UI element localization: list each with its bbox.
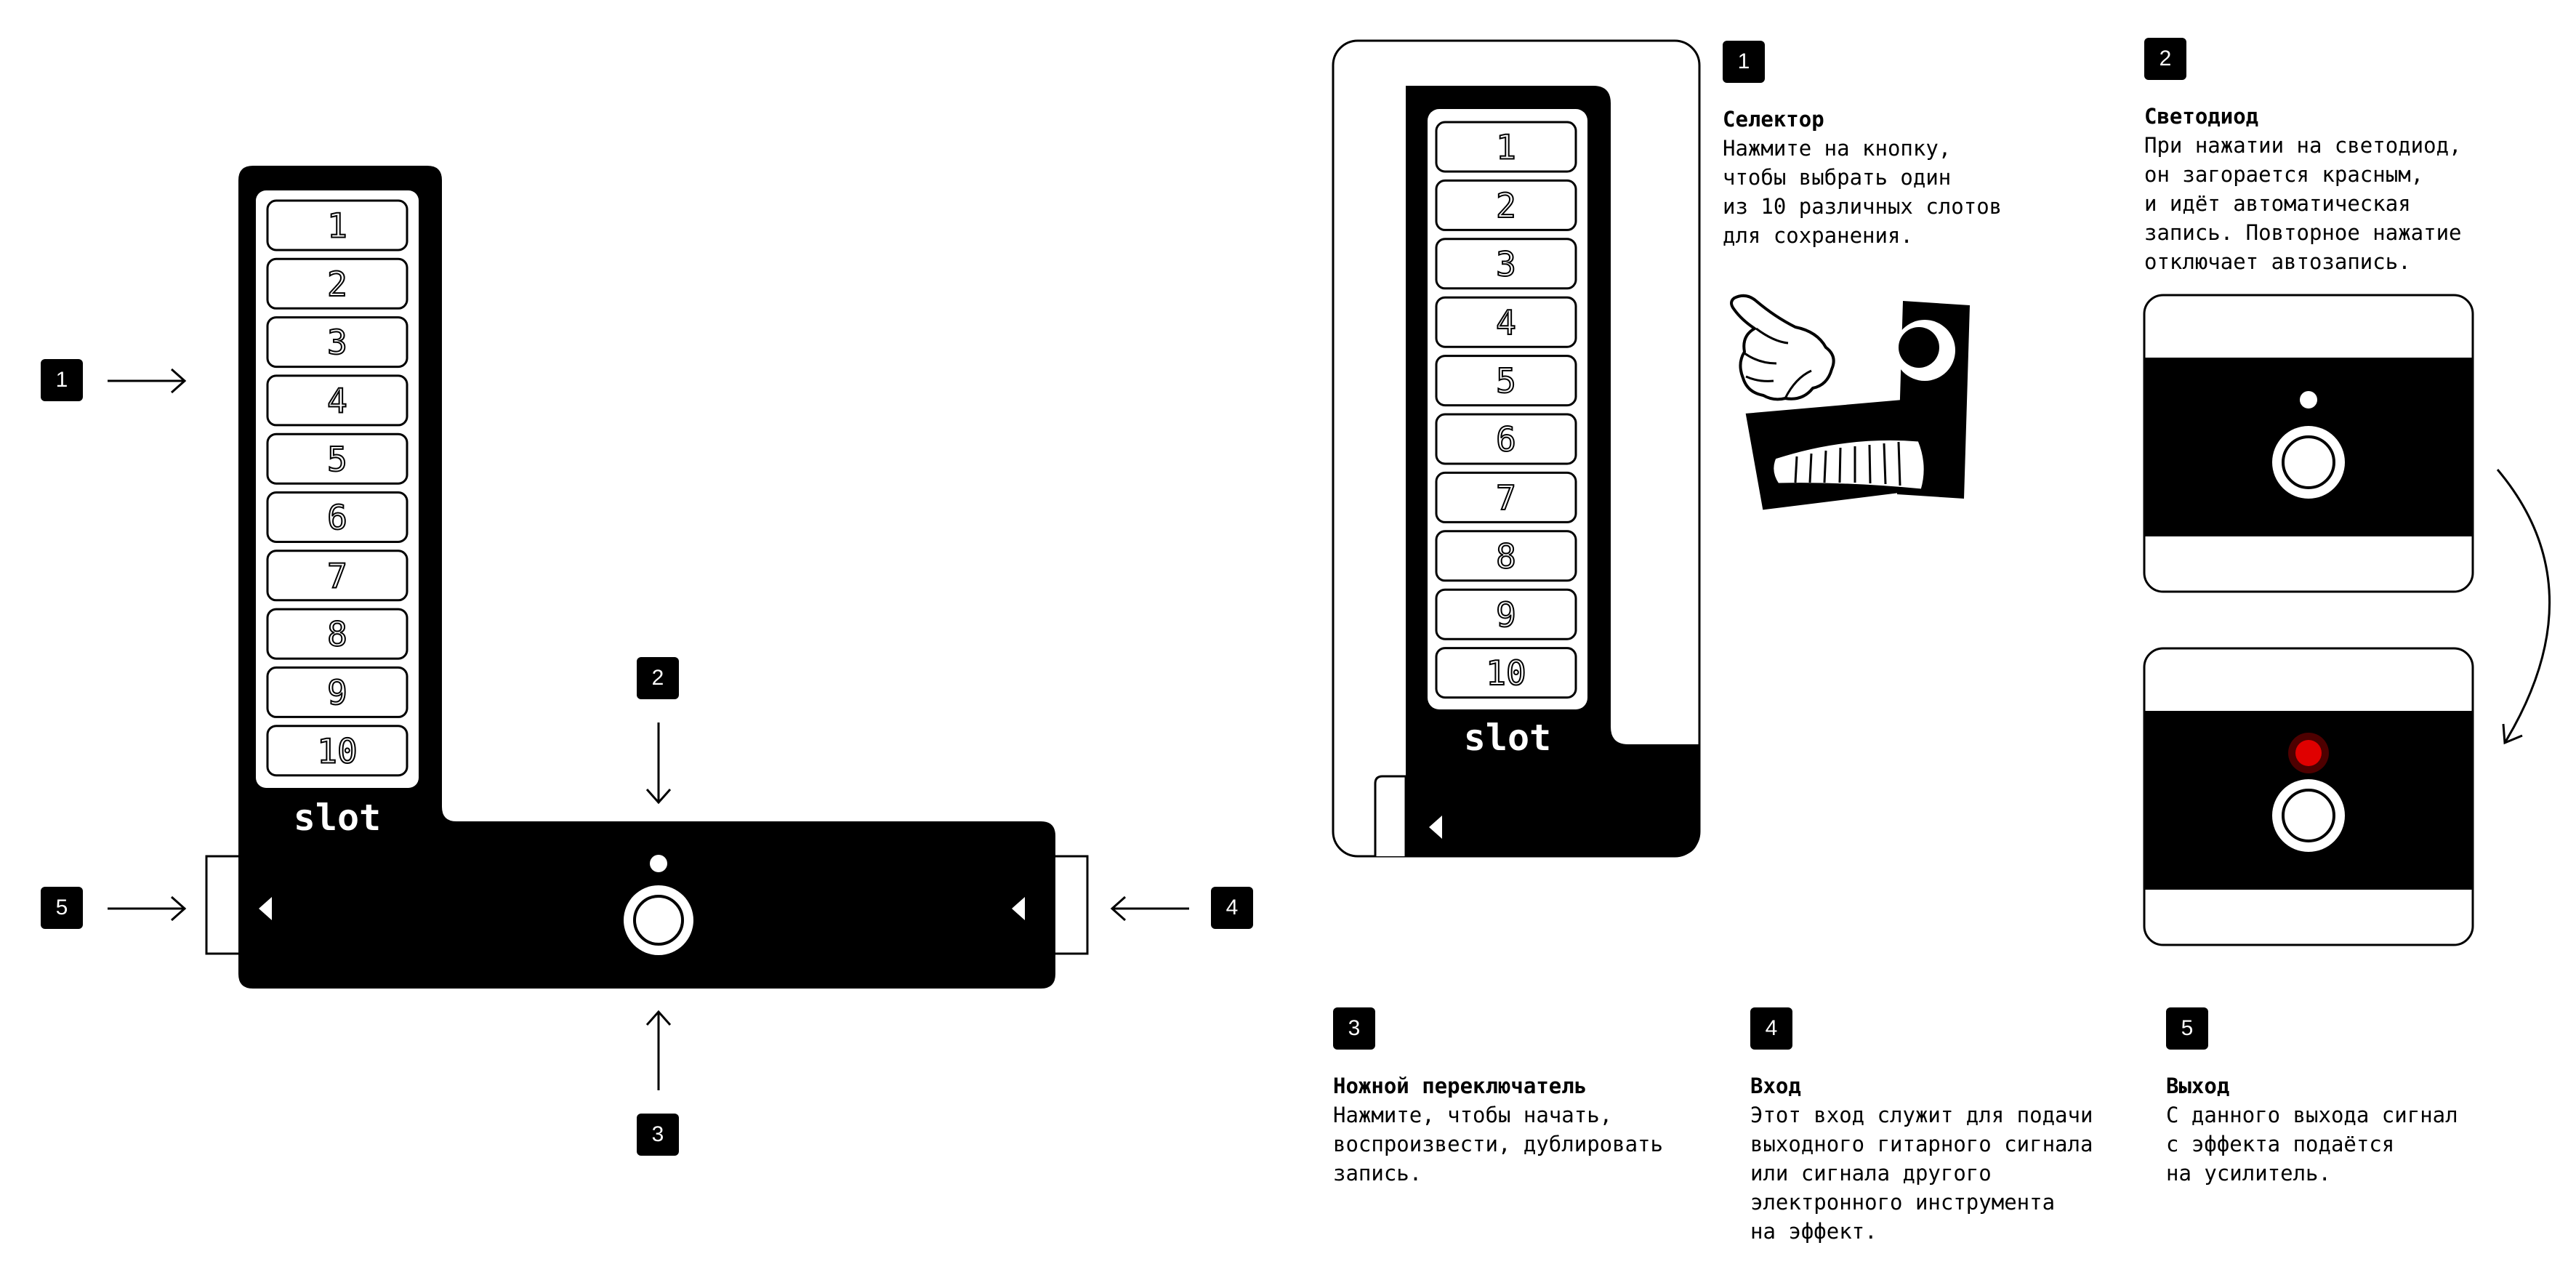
- zoom-slot-button-8[interactable]: [1435, 530, 1577, 582]
- led-off-panel: [2143, 294, 2474, 593]
- main-slot-button-3[interactable]: [266, 316, 408, 369]
- selector-title: Селектор: [1723, 107, 1824, 132]
- main-slot-label-2: 2: [327, 265, 347, 304]
- led-description: При нажатии на светодиод, он загорается …: [2144, 133, 2462, 274]
- main-slot-label-5: 5: [327, 440, 347, 479]
- zoom-slot-button-2[interactable]: [1435, 179, 1577, 231]
- callout-badge-4: 4: [1211, 887, 1253, 929]
- zoom-slot-button-3[interactable]: [1435, 238, 1577, 290]
- zoom-slot-label-7: 7: [1496, 478, 1516, 518]
- main-slot-button-1[interactable]: [266, 199, 408, 251]
- zoom-arrow-icon: [1429, 816, 1442, 839]
- main-slot-button-9[interactable]: [266, 666, 408, 718]
- input-description: Этот вход служит для подачи выходного ги…: [1750, 1103, 2093, 1244]
- input-title: Вход: [1750, 1074, 1801, 1098]
- main-slot-label-10: 10: [317, 731, 357, 770]
- zoom-slot-button-6[interactable]: [1435, 413, 1577, 465]
- main-slot-button-8[interactable]: [266, 608, 408, 660]
- zoom-slot-label-6: 6: [1496, 420, 1516, 459]
- zoom-slot-button-4[interactable]: [1435, 296, 1577, 348]
- transition-arrow: [2496, 469, 2551, 744]
- selector-description: Нажмите на кнопку, чтобы выбрать один из…: [1723, 136, 2003, 248]
- main-slot-label-3: 3: [327, 323, 347, 362]
- zoom-slot-label-1: 1: [1496, 128, 1516, 167]
- brand-label: slot: [294, 797, 381, 839]
- zoom-slot-button-1[interactable]: [1435, 121, 1577, 173]
- footswitch-cap: [633, 895, 684, 946]
- zoom-slot-button-10[interactable]: [1435, 647, 1577, 699]
- zoom-slot-button-9[interactable]: [1435, 588, 1577, 640]
- main-slot-button-2[interactable]: [266, 257, 408, 310]
- section-badge-selector: 1: [1723, 41, 1765, 83]
- section-badge-led: 2: [2144, 38, 2186, 80]
- section-badge-output: 5: [2166, 1007, 2208, 1050]
- zoom-slot-button-5[interactable]: [1435, 355, 1577, 407]
- led-title: Светодиод: [2144, 104, 2259, 129]
- zoom-slot-label-5: 5: [1496, 361, 1516, 401]
- zoom-brand-label: slot: [1464, 717, 1551, 759]
- zoom-slot-label-9: 9: [1496, 595, 1516, 635]
- main-slot-label-4: 4: [327, 381, 347, 420]
- zoom-slot-label-4: 4: [1496, 303, 1516, 342]
- callout-badge-5: 5: [41, 887, 83, 929]
- output-description: С данного выхода сигнал с эффекта подаёт…: [2166, 1103, 2458, 1186]
- footswitch-description: Нажмите, чтобы начать, воспроизвести, ду…: [1333, 1103, 1663, 1186]
- main-slot-button-4[interactable]: [266, 374, 408, 427]
- callout-badge-2: 2: [637, 657, 679, 699]
- led-off-indicator: [2300, 391, 2317, 408]
- zoom-slot-label-8: 8: [1496, 536, 1516, 576]
- main-slot-label-7: 7: [327, 556, 347, 595]
- zoom-slot-label-10: 10: [1486, 653, 1526, 693]
- input-arrow-icon: [1012, 897, 1025, 920]
- slot-buttons-zoom: 1 2 3 4 5 6 7 8 9 10: [1435, 121, 1577, 699]
- main-slot-label-1: 1: [327, 206, 347, 246]
- zoom-slot-label-2: 2: [1496, 186, 1516, 225]
- zoom-slot-label-3: 3: [1496, 244, 1516, 283]
- section-badge-input: 4: [1750, 1007, 1792, 1050]
- main-slot-label-6: 6: [327, 498, 347, 537]
- footswitch-title: Ножной переключатель: [1333, 1074, 1587, 1098]
- output-arrow-icon: [259, 897, 272, 920]
- zoom-slot-button-7[interactable]: [1435, 471, 1577, 523]
- output-jack[interactable]: [205, 855, 243, 955]
- callout-badge-1: 1: [41, 359, 83, 401]
- hand-pointing-illustration: [1730, 294, 1970, 510]
- callout-arrows: [108, 368, 1189, 1090]
- section-badge-footswitch: 3: [1333, 1007, 1375, 1050]
- main-slot-button-6[interactable]: [266, 491, 408, 543]
- main-slot-label-9: 9: [327, 673, 347, 712]
- led-indicator[interactable]: [650, 855, 667, 872]
- main-slot-button-5[interactable]: [266, 432, 408, 485]
- callout-badge-3: 3: [637, 1114, 679, 1156]
- output-title: Выход: [2166, 1074, 2230, 1098]
- main-slot-label-8: 8: [327, 615, 347, 654]
- led-on-indicator: [2295, 740, 2322, 766]
- led-on-panel: [2143, 647, 2474, 946]
- input-jack[interactable]: [1051, 855, 1089, 955]
- main-slot-button-10[interactable]: [266, 725, 408, 777]
- slot-buttons-left: 1 2 3 4 5 6 7 8 9 10: [266, 199, 408, 777]
- main-slot-button-7[interactable]: [266, 550, 408, 602]
